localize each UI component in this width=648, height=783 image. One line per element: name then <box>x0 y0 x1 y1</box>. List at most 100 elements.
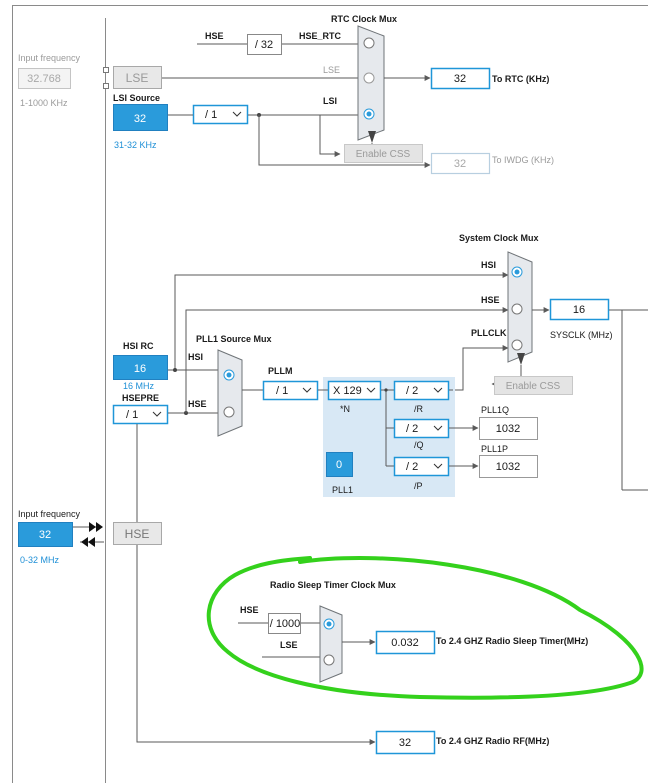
pll-q-select[interactable] <box>393 418 450 439</box>
radio-rf-output-box <box>375 730 436 755</box>
diagram-frame <box>12 5 648 783</box>
radio-sleep-output-label: To 2.4 GHZ Radio Sleep Timer(MHz) <box>436 636 588 646</box>
lsi-source-field[interactable] <box>113 104 168 131</box>
pll-p-select[interactable] <box>393 456 450 477</box>
rtc-output-label: To RTC (KHz) <box>492 74 549 84</box>
rtc-div32-label: / 32 <box>255 39 273 51</box>
pll-src-hsi-label: HSI <box>188 352 203 362</box>
sys-hsi-label: HSI <box>481 260 496 270</box>
chevron-down-icon <box>433 425 443 431</box>
hse-input-range: 0-32 MHz <box>20 555 60 565</box>
radio-sleep-output-box <box>375 630 436 655</box>
hsepre-select[interactable] <box>112 404 169 425</box>
rtc-lsi-label: LSI <box>323 96 337 106</box>
lse-block <box>113 66 162 89</box>
radio-lse-label: LSE <box>280 640 298 650</box>
lse-input-value: 32.768 <box>27 73 61 85</box>
pllm-value: / 1 <box>276 385 288 397</box>
pll-q-value: / 2 <box>406 423 418 435</box>
hsi-rc-field[interactable] <box>113 355 168 380</box>
highlight-annotation <box>206 556 644 700</box>
sysclk-value: 16 <box>573 304 585 316</box>
rtc-div32-box <box>247 34 282 55</box>
pll-n-select[interactable] <box>327 380 382 401</box>
rtc-enable-css-label: Enable CSS <box>356 149 411 160</box>
lsi-source-title: LSI Source <box>113 93 160 103</box>
pllm-select[interactable] <box>262 380 319 401</box>
pll1-source-mux <box>217 349 243 437</box>
rtc-lse-label: LSE <box>323 65 340 75</box>
rtc-mux-title: RTC Clock Mux <box>331 14 397 24</box>
radio-div1000-value: / 1000 <box>270 618 301 630</box>
pll1q-label: PLL1Q <box>481 405 509 415</box>
lse-port-top <box>103 67 109 73</box>
pll-q-label: /Q <box>414 440 424 450</box>
pll-src-hse-option[interactable] <box>223 406 235 418</box>
rtc-hse-rtc-label: HSE_RTC <box>299 31 342 41</box>
pll-n-label: *N <box>340 404 350 414</box>
pll-n-value: X 129 <box>333 385 362 397</box>
pll-r-label: /R <box>414 404 424 414</box>
pll1-source-mux-title: PLL1 Source Mux <box>196 334 272 344</box>
pll1q-output-box <box>479 417 538 440</box>
hse-out-arrow <box>89 522 103 532</box>
radio-hse-label: HSE <box>240 605 259 615</box>
sysclk-output-box <box>549 298 610 321</box>
pll-r-select[interactable] <box>393 380 450 401</box>
rtc-output-value: 32 <box>454 73 466 85</box>
lse-input-range: 1-1000 KHz <box>20 98 68 108</box>
radio-div1000-box <box>268 613 301 634</box>
sys-enable-css-button[interactable] <box>494 376 573 395</box>
hse-block-label: HSE <box>125 527 150 541</box>
hse-input-value: 32 <box>39 529 51 541</box>
chevron-down-icon <box>433 387 443 393</box>
lsi-divider-select[interactable] <box>192 104 249 125</box>
pll1p-output-box <box>479 455 538 478</box>
hse-block <box>113 522 162 545</box>
rtc-mux-lse-option[interactable] <box>363 72 375 84</box>
radio-mux-lse-option[interactable] <box>323 654 335 666</box>
sysclk-label: SYSCLK (MHz) <box>550 330 613 340</box>
radio-rf-value: 32 <box>399 737 411 749</box>
rtc-output-box <box>430 67 491 90</box>
pll1-enable-field[interactable] <box>326 452 353 477</box>
pll1p-value: 1032 <box>496 461 520 473</box>
rtc-hse-label: HSE <box>205 31 224 41</box>
radio-rf-output-label: To 2.4 GHZ Radio RF(MHz) <box>436 736 549 746</box>
radio-sleep-mux-title: Radio Sleep Timer Clock Mux <box>270 580 396 590</box>
system-mux-title: System Clock Mux <box>459 233 539 243</box>
chevron-down-icon <box>232 111 242 117</box>
rtc-mux-hse-option[interactable] <box>363 37 375 49</box>
lse-input-title: Input frequency <box>18 53 81 63</box>
sys-mux-pllclk-option[interactable] <box>511 339 523 351</box>
sys-pllclk-label: PLLCLK <box>471 328 507 338</box>
radio-sleep-value: 0.032 <box>391 637 419 649</box>
sys-enable-css-label: Enable CSS <box>506 381 561 392</box>
chevron-down-icon <box>433 463 443 469</box>
pll-p-value: / 2 <box>406 461 418 473</box>
iwdg-output-box <box>430 152 491 175</box>
lsi-source-range: 31-32 KHz <box>114 140 157 150</box>
rtc-enable-css-button[interactable] <box>344 144 423 163</box>
pll1-label: PLL1 <box>332 485 353 495</box>
hse-input-title: Input frequency <box>18 509 81 519</box>
hse-in-arrow <box>81 537 95 547</box>
lse-block-label: LSE <box>126 71 149 85</box>
pll1q-value: 1032 <box>496 423 520 435</box>
pll-p-label: /P <box>414 481 423 491</box>
lse-input-field[interactable] <box>18 68 71 89</box>
pllm-label: PLLM <box>268 366 293 376</box>
sys-hse-label: HSE <box>481 295 500 305</box>
pll-r-value: / 2 <box>406 385 418 397</box>
sys-mux-hse-option[interactable] <box>511 303 523 315</box>
hse-input-field[interactable] <box>18 522 73 547</box>
iwdg-output-value: 32 <box>454 158 466 170</box>
hsepre-value: / 1 <box>126 409 138 421</box>
chevron-down-icon <box>366 387 376 393</box>
pll1p-label: PLL1P <box>481 444 508 454</box>
hsepre-title: HSEPRE <box>122 393 159 403</box>
hsi-rc-title: HSI RC <box>123 341 154 351</box>
chevron-down-icon <box>302 387 312 393</box>
hsi-rc-value: 16 <box>134 363 146 375</box>
